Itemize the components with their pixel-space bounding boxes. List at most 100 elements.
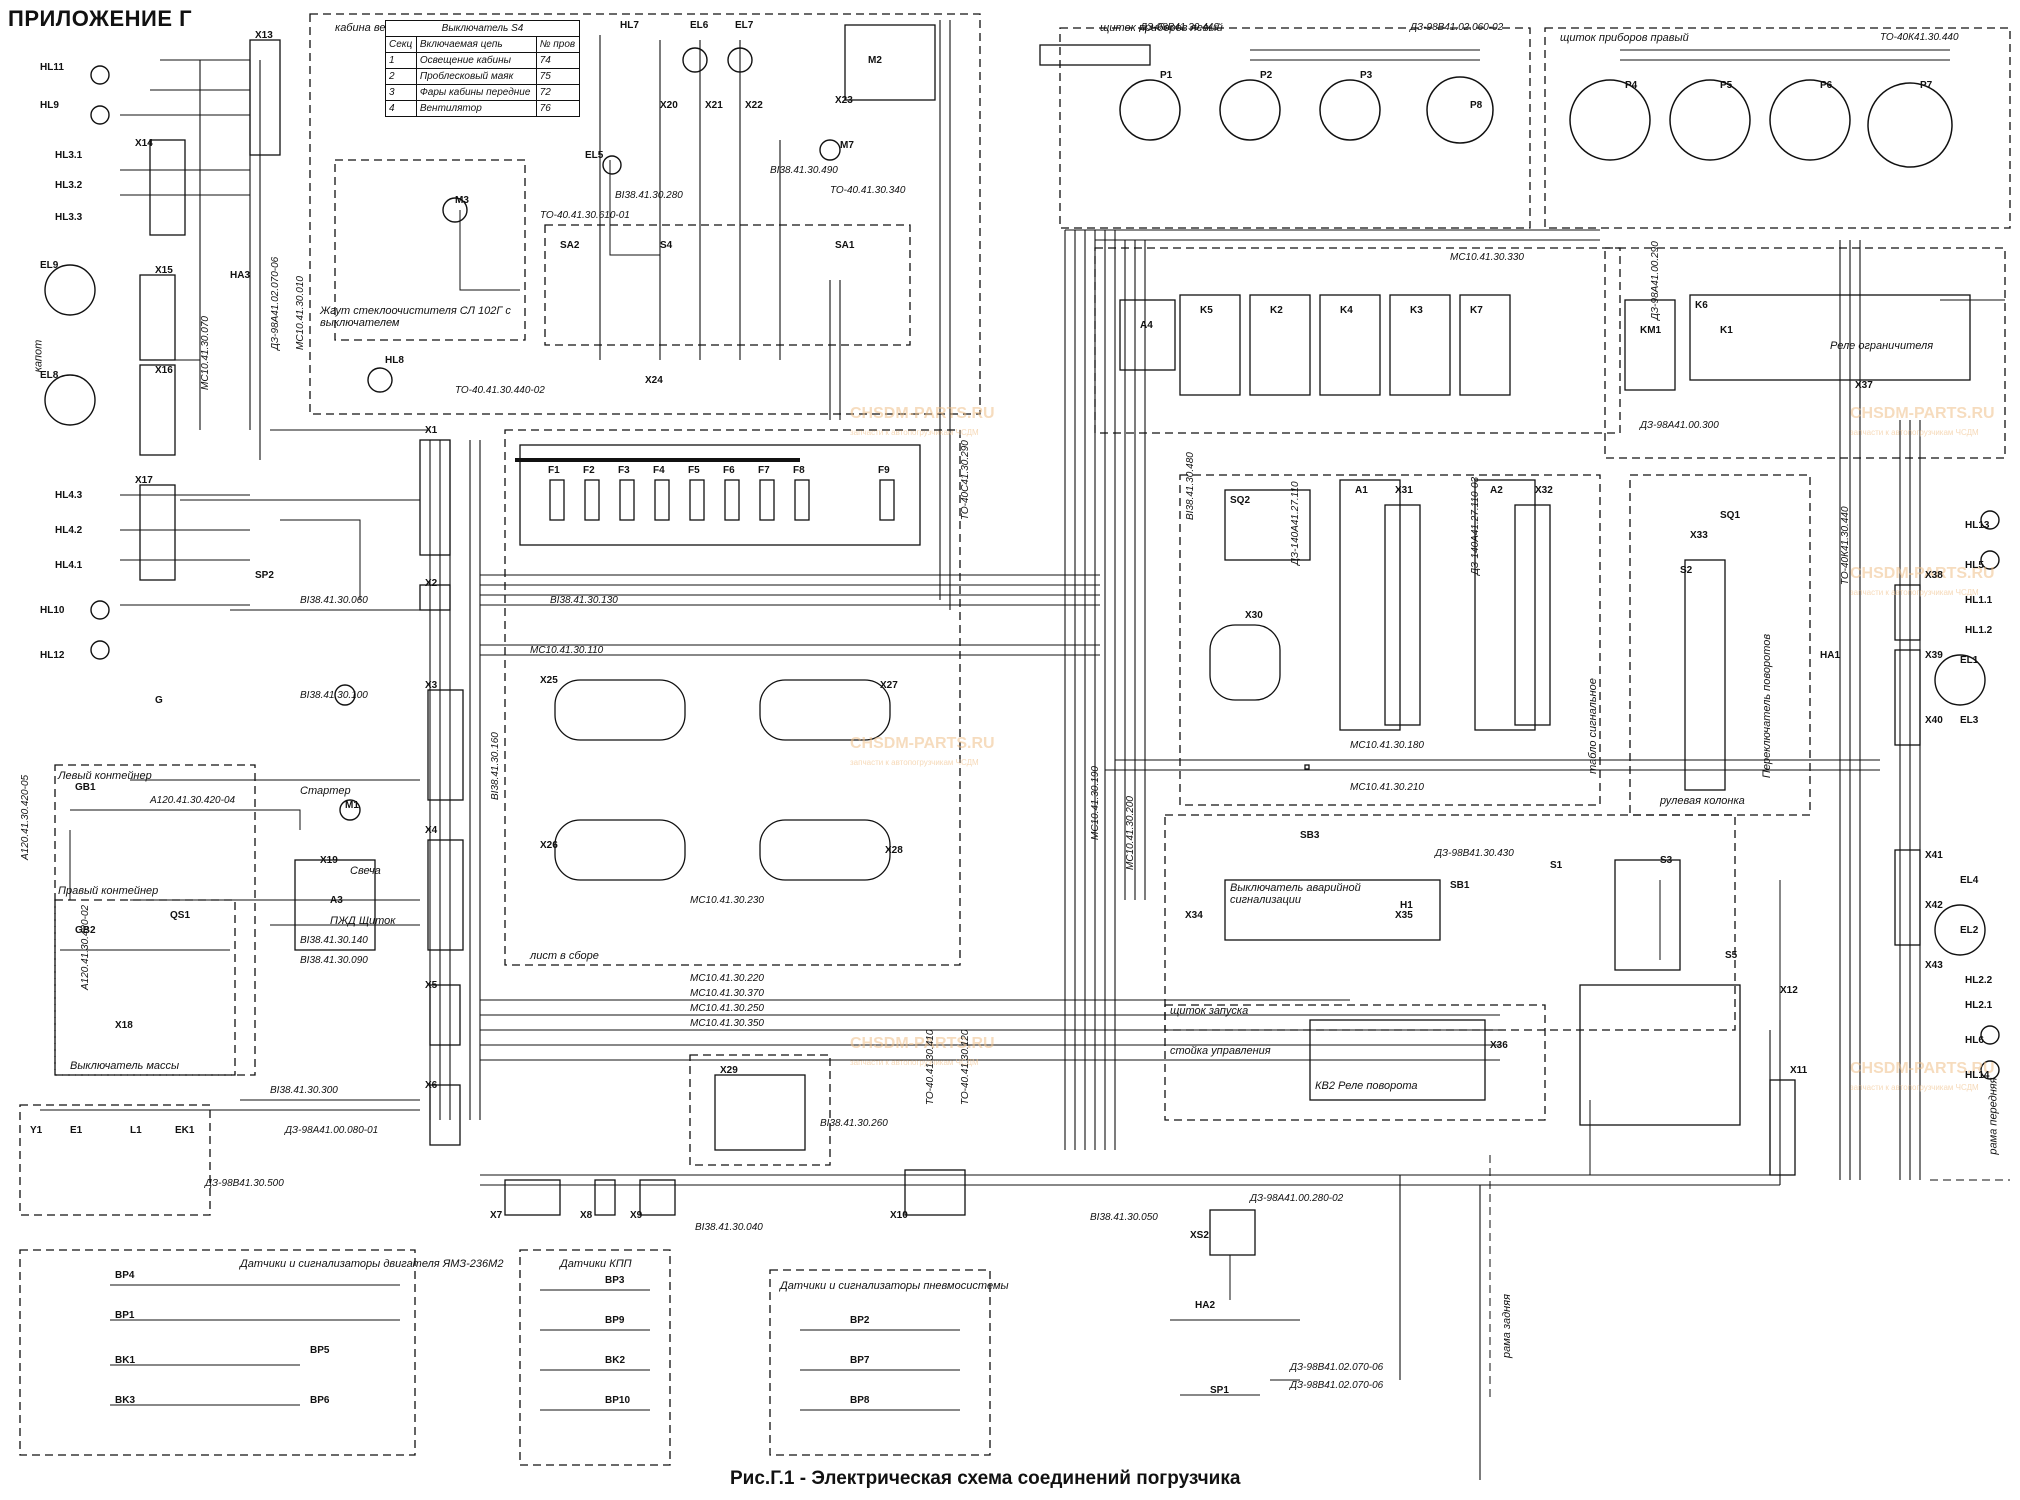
part-number-label: МС10.41.30.200 — [1125, 796, 1136, 870]
component-m2: M2 — [868, 55, 882, 66]
component-f2: F2 — [583, 465, 595, 476]
component-l1: L1 — [130, 1125, 142, 1136]
component-k2: K2 — [1270, 305, 1283, 316]
component-x32: X32 — [1535, 485, 1553, 496]
component-x19: X19 — [320, 855, 338, 866]
component-p6: P6 — [1820, 80, 1833, 91]
component-bp6: BP6 — [310, 1395, 330, 1406]
component-xs2: XS2 — [1190, 1230, 1209, 1241]
component-x15: X15 — [155, 265, 173, 276]
component-sa1: SA1 — [835, 240, 855, 251]
component-a1: A1 — [1355, 485, 1368, 496]
block-pzhd-panel: ПЖД Щиток — [330, 915, 396, 927]
switch-table-header: Включаемая цепь — [415, 36, 537, 53]
component-hl5: HL5 — [1965, 560, 1984, 571]
block-start-panel: щиток запуска — [1170, 1005, 1249, 1017]
component-k1: K1 — [1720, 325, 1733, 336]
component-p5: P5 — [1720, 80, 1733, 91]
component-f3: F3 — [618, 465, 630, 476]
part-number-label: ДЗ-140А41.27.110-03 — [1470, 476, 1481, 575]
part-number-label: ДЗ-98А41.00.080-01 — [285, 1125, 379, 1136]
component-gb1: GB1 — [75, 782, 96, 793]
component-x16: X16 — [155, 365, 173, 376]
component-x30: X30 — [1245, 610, 1263, 621]
component-m3: M3 — [455, 195, 469, 206]
part-number-label: ТО-40.41.30.120 — [960, 1029, 971, 1105]
part-number-label: ВI38.41.30.130 — [550, 595, 618, 606]
component-hl2-1: HL2.1 — [1965, 1000, 1993, 1011]
component-x39: X39 — [1925, 650, 1943, 661]
component-el6: EL6 — [690, 20, 709, 31]
component-x20: X20 — [660, 100, 678, 111]
component-el5: EL5 — [585, 150, 604, 161]
block-signal-panel: табло сигнальное — [1586, 678, 1599, 774]
component-f8: F8 — [793, 465, 805, 476]
switch-table-title: Выключатель S4 — [385, 20, 580, 37]
component-x4: X4 — [425, 825, 438, 836]
component-bp3: BP3 — [605, 1275, 625, 1286]
component-x43: X43 — [1925, 960, 1943, 971]
block-gearbox-sensors: Датчики КПП — [560, 1258, 632, 1270]
component-el7: EL7 — [735, 20, 754, 31]
part-number-label: МС10.41.30.070 — [200, 316, 211, 390]
component-g: G — [155, 695, 163, 706]
watermark-subtext: запчасти к автопогрузчикам ЧСДМ — [850, 758, 979, 767]
component-hl9: HL9 — [40, 100, 59, 111]
switch-table-cell: 2 — [385, 68, 417, 85]
block-left-container: Левый контейнер — [58, 770, 152, 782]
component-s3: S3 — [1660, 855, 1673, 866]
component-f9: F9 — [878, 465, 890, 476]
component-p7: P7 — [1920, 80, 1933, 91]
part-number-label: А120.41.30.420-04 — [150, 795, 236, 806]
component-sb3: SB3 — [1300, 830, 1320, 841]
part-number-label: МС10.41.30.220 — [690, 973, 764, 984]
component-el9: EL9 — [40, 260, 59, 271]
component-hl4-3: HL4.3 — [55, 490, 83, 501]
block-hood: капот — [32, 339, 45, 373]
part-number-label: МС10.41.30.370 — [690, 988, 764, 999]
block-candle: Свеча — [350, 865, 381, 877]
watermark-subtext: запчасти к автопогрузчикам ЧСДМ — [850, 1058, 979, 1067]
appendix-title: ПРИЛОЖЕНИЕ Г — [8, 6, 193, 31]
watermark-text: CHSDM-PARTS.RU — [1850, 1060, 1995, 1077]
watermark-text: CHSDM-PARTS.RU — [850, 1035, 995, 1052]
part-number-label: МС10.41.30.180 — [1350, 740, 1424, 751]
switch-table-cell: 1 — [385, 52, 417, 69]
component-hl3-2: HL3.2 — [55, 180, 83, 191]
block-relay-k6: Реле ограничителя — [1830, 340, 1934, 352]
part-number-label: МС10.41.30.110 — [530, 645, 604, 656]
component-x36: X36 — [1490, 1040, 1508, 1051]
block-right-panel: щиток приборов правый — [1560, 32, 1689, 44]
part-number-label: ВI38.41.30.040 — [695, 1222, 763, 1233]
switch-table-cell: Вентилятор — [415, 100, 537, 117]
switch-table-cell: 74 — [535, 52, 581, 69]
component-hl8: HL8 — [385, 355, 404, 366]
component-m1: M1 — [345, 800, 359, 811]
part-number-label: А120.41.30.420-02 — [80, 904, 91, 990]
component-ha1: HA1 — [1820, 650, 1841, 661]
part-number-label: ВI38.41.30.100 — [300, 690, 368, 701]
part-number-label: ДЗ-98В41.30.440 — [1140, 22, 1219, 33]
component-bp7: BP7 — [850, 1355, 870, 1366]
component-x40: X40 — [1925, 715, 1943, 726]
component-x38: X38 — [1925, 570, 1943, 581]
component-hl4-1: HL4.1 — [55, 560, 83, 571]
component-x33: X33 — [1690, 530, 1708, 541]
component-sq2: SQ2 — [1230, 495, 1251, 506]
part-number-label: МС10.41.30.010 — [295, 276, 306, 350]
block-wiper-harness: Жгут стеклоочистителя СЛ 102Г с выключат… — [320, 305, 511, 329]
switch-table-cell: Освещение кабины — [415, 52, 537, 69]
block-pneumo-sensors: Датчики и сигнализаторы пневмосистемы — [780, 1280, 1009, 1292]
switch-table-cell: 4 — [385, 100, 417, 117]
component-gb2: GB2 — [75, 925, 96, 936]
component-bp9: BP9 — [605, 1315, 625, 1326]
part-number-label: МС10.41.30.230 — [690, 895, 764, 906]
block-starter: Стартер — [300, 785, 351, 797]
part-number-label: ДЗ-98А41.00.280-02 — [1250, 1193, 1344, 1204]
component-x9: X9 — [630, 1210, 643, 1221]
part-number-label: ВI38.41.30.280 — [615, 190, 683, 201]
watermark-text: CHSDM-PARTS.RU — [850, 405, 995, 422]
part-number-label: ТО-40С41.30.290 — [960, 440, 971, 520]
block-left-panel: щиток приборов левый — [1100, 22, 1223, 34]
